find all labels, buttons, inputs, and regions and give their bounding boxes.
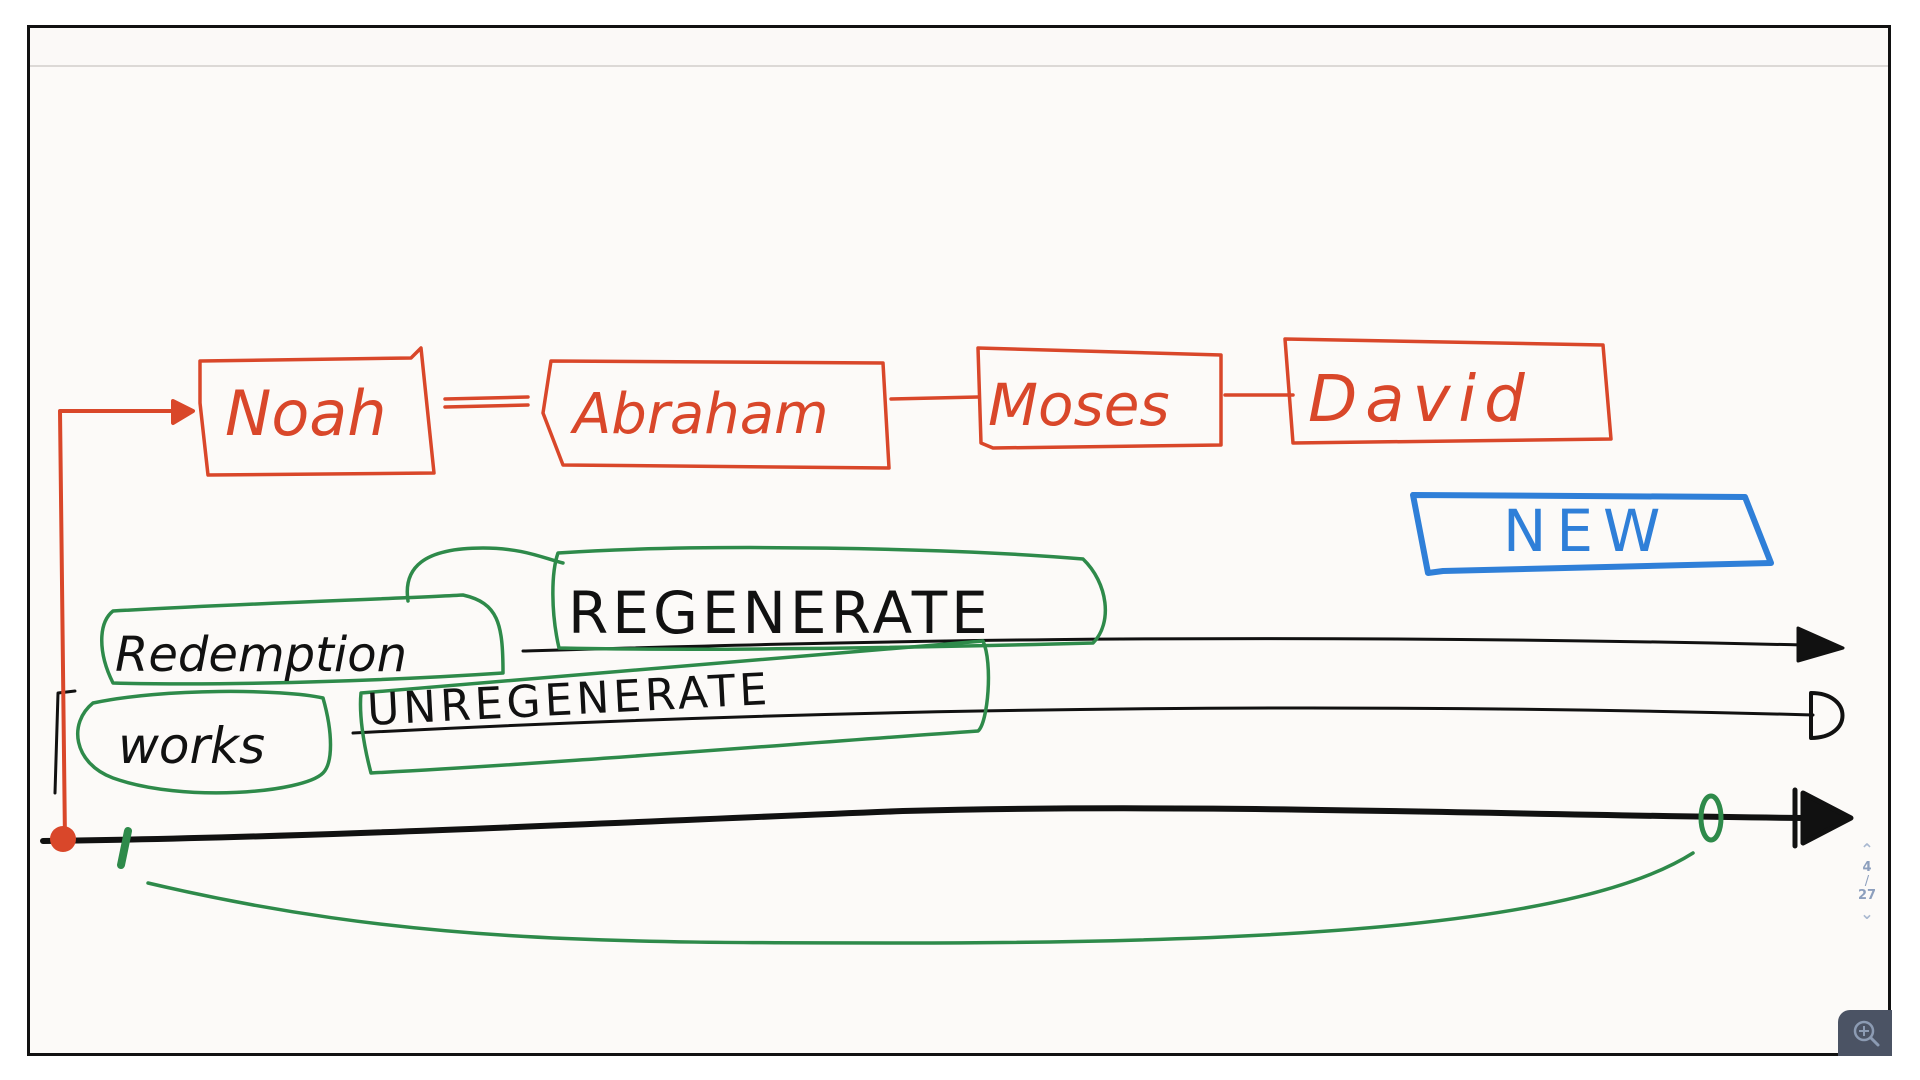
whiteboard-canvas: Noah Abraham Moses David NEW Redemption …: [40, 337, 1854, 945]
lineage-label-abraham: Abraham: [570, 382, 829, 447]
regenerate-box: [551, 545, 1107, 651]
page-separator: /: [1864, 874, 1870, 889]
lineage-arrow: [171, 399, 195, 425]
group-label-unregenerate: UNREGENERATE: [366, 664, 772, 736]
page-indicator: ⌃ 4 / 27 ⌄: [1852, 840, 1882, 924]
new-label: NEW: [1503, 497, 1670, 565]
chevron-up-icon[interactable]: ⌃: [1860, 840, 1874, 859]
lineage-label-noah: Noah: [225, 377, 387, 450]
moses-box: [976, 346, 1223, 450]
whiteboard-frame: Noah Abraham Moses David NEW Redemption …: [27, 25, 1891, 1056]
chevron-down-icon[interactable]: ⌄: [1860, 904, 1874, 923]
david-box: [1283, 337, 1613, 445]
zoom-in-icon: [1853, 1020, 1880, 1047]
origin-dot: [50, 826, 76, 852]
end-marker: [1698, 793, 1724, 843]
noah-abraham-link: [443, 395, 530, 409]
works-box: [76, 689, 333, 795]
zoom-in-button[interactable]: [1838, 1010, 1892, 1056]
total-pages: 27: [1857, 888, 1877, 903]
redemption-link: [405, 546, 565, 603]
noah-box: [198, 346, 436, 477]
unregenerate-box: [358, 639, 991, 775]
lineage-trunk: [58, 409, 180, 843]
abraham-moses-link: [889, 395, 980, 401]
main-arrowhead: [1792, 787, 1854, 849]
group-label-redemption: Redemption: [115, 627, 407, 683]
start-tick: [117, 827, 132, 869]
works-bracket: [53, 689, 77, 795]
top-toolbar: [30, 28, 1888, 67]
group-label-works: works: [118, 717, 265, 775]
group-label-regenerate: REGENERATE: [568, 579, 992, 647]
abraham-box: [541, 359, 891, 470]
unregenerate-arrowhead: [1809, 691, 1845, 740]
lineage-label-moses: Moses: [988, 371, 1170, 439]
main-timeline: [40, 805, 1806, 844]
span-arc: [146, 851, 1695, 945]
new-box: [1410, 492, 1774, 576]
redemption-box: [100, 593, 505, 686]
lineage-label-david: David: [1308, 363, 1533, 437]
regenerate-arrowhead: [1796, 626, 1845, 663]
current-page: 4: [1862, 860, 1872, 875]
regenerate-timeline: [521, 637, 1805, 653]
